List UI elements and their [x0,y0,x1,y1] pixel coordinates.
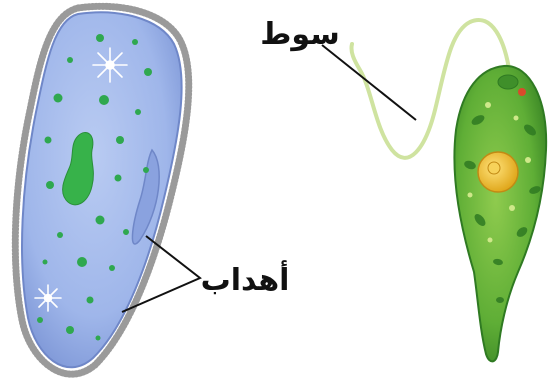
paramecium-contractile-vacuole-bottom [35,285,61,311]
euglena-reservoir [498,75,518,89]
euglena-illustration [351,20,546,361]
euglena-nucleolus [488,162,500,174]
paramecium-illustration [15,6,188,374]
flagellum-callout: سوط [260,17,416,120]
flagellum-label: سوط [260,17,339,52]
euglena-eyespot [518,88,526,96]
cilia-label: أهداب [201,260,290,298]
flagellum-leader-line [322,45,416,120]
euglena-body [454,66,546,361]
paramecium-contractile-vacuole-top [93,48,127,82]
